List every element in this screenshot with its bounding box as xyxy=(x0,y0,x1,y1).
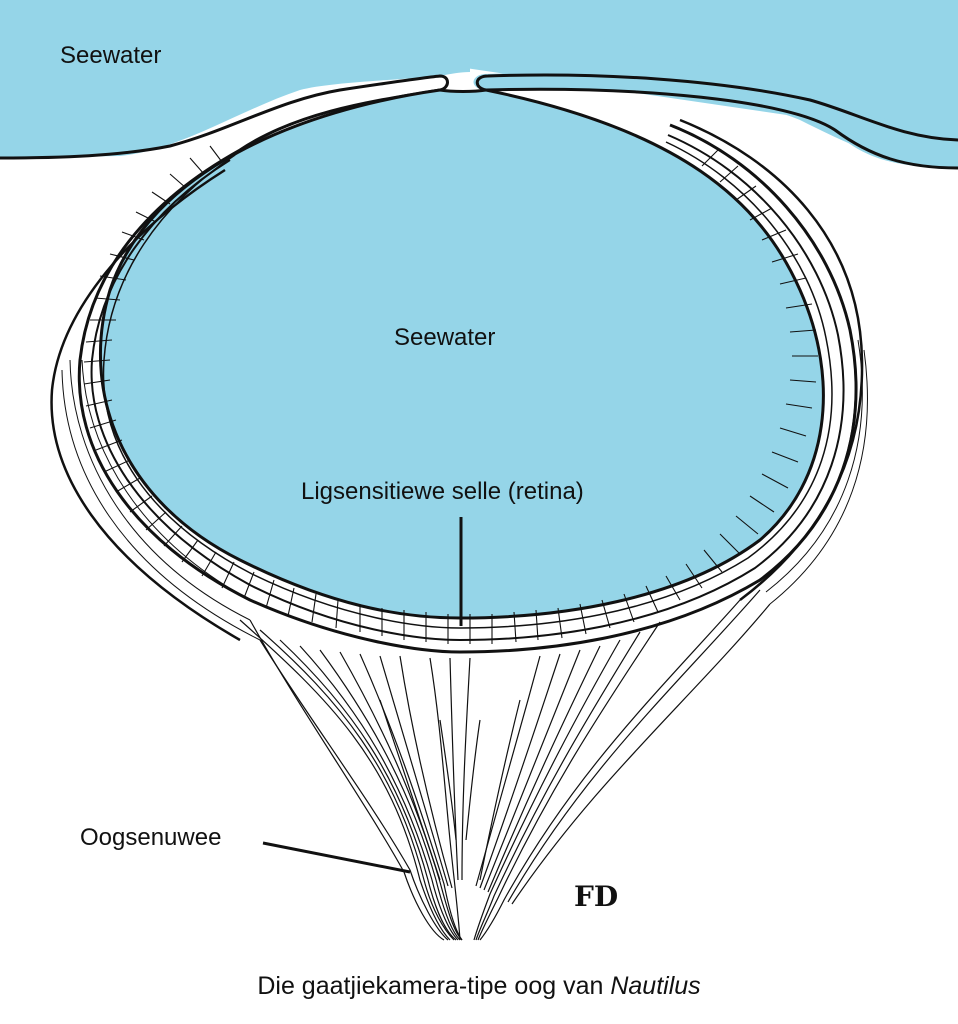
caption-species: Nautilus xyxy=(610,972,701,1000)
optic-nerve-label: Oogsenuwee xyxy=(80,824,222,851)
optic-nerve-fibres xyxy=(239,589,771,941)
outer-seawater-label: Seewater xyxy=(60,42,162,69)
optic-nerve-leader-line xyxy=(262,841,411,874)
outer-fibre-strands xyxy=(61,329,868,641)
figure-caption: Die gaatjiekamera-tipe oog van Nautilus xyxy=(0,972,958,1001)
artist-signature: FD xyxy=(574,880,619,913)
caption-text: Die gaatjiekamera-tipe oog van xyxy=(257,972,611,1000)
retina-cell-hatching xyxy=(83,145,818,644)
inner-seawater-label: Seewater xyxy=(394,324,496,351)
retina-label: Ligsensitiewe selle (retina) xyxy=(301,478,584,505)
skin-outline-right xyxy=(475,73,958,170)
outer-seawater-left xyxy=(0,0,470,158)
